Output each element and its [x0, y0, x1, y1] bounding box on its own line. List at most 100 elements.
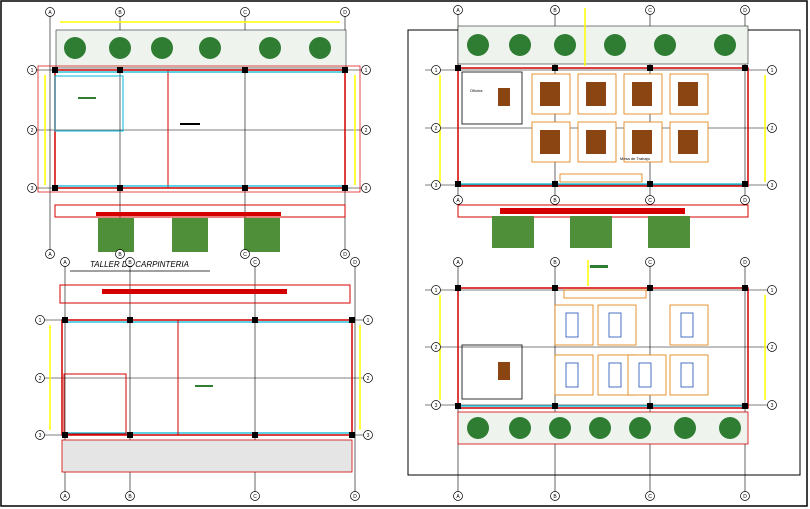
axis-bubble-label: 3	[367, 433, 370, 439]
plan-top-left	[30, 16, 370, 252]
axis-bubble-label: D	[743, 494, 747, 500]
axis-bubble	[645, 491, 655, 501]
axis-bubble-label: B	[128, 260, 132, 266]
axis-bubble-label: 2	[435, 126, 438, 132]
axis-bubble	[767, 342, 777, 352]
axis-bubble	[645, 195, 655, 205]
axis-bubble-label: 2	[771, 126, 774, 132]
axis-bubble-label: 3	[365, 186, 368, 192]
axis-bubble	[453, 257, 463, 267]
axis-bubble	[125, 491, 135, 501]
axis-bubble-label: 3	[39, 433, 42, 439]
axis-bubble-label: 3	[31, 186, 34, 192]
work-tables-top	[531, 73, 709, 163]
axis-bubble	[453, 5, 463, 15]
axis-bubble-label: D	[353, 260, 357, 266]
axis-bubble	[431, 342, 441, 352]
axis-bubble-label: B	[553, 198, 557, 204]
axis-bubble-label: 3	[435, 403, 438, 409]
axis-bubble	[115, 249, 125, 259]
axis-bubble	[453, 195, 463, 205]
axis-bubble-label: 2	[435, 345, 438, 351]
axis-bubble	[60, 257, 70, 267]
axis-bubble-label: 1	[367, 318, 370, 324]
axis-bubble-label: B	[553, 8, 557, 14]
axis-bubble	[645, 257, 655, 267]
gravel-area	[61, 439, 353, 473]
axis-bubble-label: C	[243, 10, 247, 16]
axis-bubble-label: 1	[435, 288, 438, 294]
axis-bubble-label: 1	[31, 68, 34, 74]
axis-bubble	[550, 491, 560, 501]
axis-bubble-label: C	[243, 252, 247, 258]
axis-bubble	[431, 65, 441, 75]
axis-bubble	[115, 7, 125, 17]
axis-bubble	[363, 430, 373, 440]
axis-bubble	[125, 257, 135, 267]
axis-bubble	[361, 65, 371, 75]
axis-bubble	[340, 7, 350, 17]
axis-bubble	[35, 373, 45, 383]
vegetation-bottom	[98, 218, 280, 252]
axis-bubble-label: C	[648, 198, 652, 204]
building-walls	[54, 69, 346, 189]
axis-bubble-label: A	[456, 8, 460, 14]
axis-bubble	[240, 249, 250, 259]
axis-bubble	[361, 183, 371, 193]
axis-bubble	[27, 65, 37, 75]
axis-bubble-label: A	[456, 198, 460, 204]
axis-bubble-label: B	[553, 494, 557, 500]
axis-bubble-label: C	[253, 494, 257, 500]
axis-bubble-label: 2	[367, 376, 370, 382]
axis-bubble	[45, 7, 55, 17]
axis-bubble	[250, 491, 260, 501]
axis-bubble-label: B	[118, 10, 122, 16]
axis-bubble	[60, 491, 70, 501]
axis-bubble	[350, 491, 360, 501]
axis-bubble-label: 2	[31, 128, 34, 134]
vegetation-top	[64, 37, 331, 59]
axis-bubble-label: 2	[365, 128, 368, 134]
plan-top-right: Oficina Mesa de Trabajo	[425, 8, 775, 268]
axis-bubble-label: D	[743, 260, 747, 266]
axis-bubble	[250, 257, 260, 267]
axis-bubble-label: 3	[771, 183, 774, 189]
axis-bubble-label: A	[48, 252, 52, 258]
axis-bubble	[350, 257, 360, 267]
axis-bubble	[550, 5, 560, 15]
axis-bubble-label: A	[456, 260, 460, 266]
axis-bubble-label: D	[743, 8, 747, 14]
axis-bubble-label: A	[63, 260, 67, 266]
axis-bubble-label: A	[63, 494, 67, 500]
axis-bubble-label: C	[648, 8, 652, 14]
axis-bubble-label: 2	[39, 376, 42, 382]
axis-bubble	[361, 125, 371, 135]
axis-bubble-label: D	[343, 252, 347, 258]
axis-bubble	[740, 491, 750, 501]
axis-bubble	[35, 430, 45, 440]
plan-bottom-left	[35, 258, 370, 500]
axis-bubble-label: 1	[39, 318, 42, 324]
axis-bubble-label: A	[48, 10, 52, 16]
axis-bubble-label: C	[648, 494, 652, 500]
axis-bubble	[767, 400, 777, 410]
axis-bubble	[45, 249, 55, 259]
axis-bubble	[35, 315, 45, 325]
axis-bubble-label: 1	[365, 68, 368, 74]
axis-bubble	[431, 180, 441, 190]
axis-bubble-label: B	[118, 252, 122, 258]
axis-bubble	[27, 183, 37, 193]
axis-bubble-label: D	[743, 198, 747, 204]
axis-bubble	[767, 123, 777, 133]
axis-bubble	[431, 285, 441, 295]
work-table-label: Mesa de Trabajo	[620, 156, 651, 161]
axis-bubble-label: D	[353, 494, 357, 500]
axis-bubble	[767, 65, 777, 75]
axis-bubble	[740, 5, 750, 15]
axis-bubble-label: 3	[771, 403, 774, 409]
axis-bubble	[453, 491, 463, 501]
axis-bubble	[340, 249, 350, 259]
